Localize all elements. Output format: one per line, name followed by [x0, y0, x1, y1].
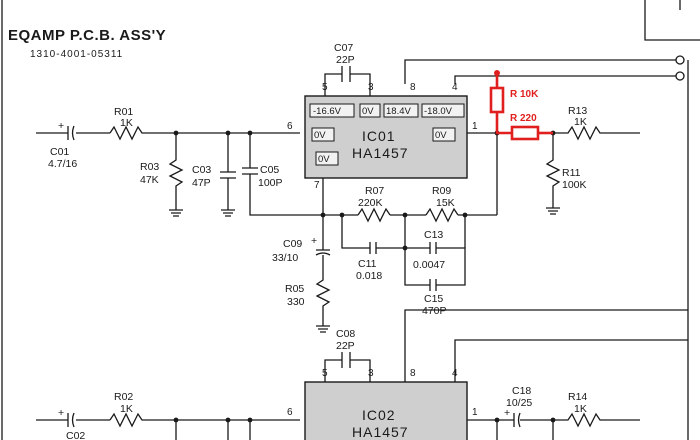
annotation-r10k: R 10K: [510, 89, 539, 100]
svg-text:+: +: [58, 120, 64, 132]
c15-ref: C15: [424, 293, 443, 305]
output-stage-1: R13 1K R11 100K: [467, 105, 640, 215]
c03-ref: C03: [192, 164, 211, 176]
c07-value: 22P: [336, 54, 355, 66]
ic01-pin7-voltage: 0V: [318, 154, 330, 165]
ic01: -16.6V 0V 18.4V -18.0V 0V 0V 0V IC01 HA1…: [304, 95, 468, 179]
ic01-pin4-voltage: -18.0V: [424, 106, 453, 117]
ic01-pin4-label: 4: [452, 82, 458, 93]
eq-network: R07 220K R09 15K C11 0.018 C13 0.0047 C1…: [339, 130, 500, 317]
capacitor-c07: C07 22P: [324, 42, 371, 96]
ic02-pin5-label: 5: [322, 368, 328, 379]
resistor-r03: R03 47K: [140, 133, 184, 217]
svg-text:+: +: [58, 407, 64, 419]
ic01-pin1-voltage: 0V: [435, 130, 447, 141]
board-part-number: 1310-4001-05311: [30, 49, 123, 60]
c08-ref: C08: [336, 328, 355, 340]
annotation-r220: R 220: [510, 113, 537, 124]
ic02-type: HA1457: [352, 424, 409, 440]
r09-value: 15K: [436, 197, 455, 209]
r11-value: 100K: [562, 179, 587, 191]
ic02-pin4-label: 4: [452, 368, 458, 379]
r02-value: 1K: [120, 403, 133, 415]
c08-value: 22P: [336, 340, 355, 352]
r01-value: 1K: [120, 117, 133, 129]
c05-value: 100P: [258, 177, 283, 189]
ic01-pin6-label: 6: [287, 121, 293, 132]
ic02-pin3-label: 3: [368, 368, 374, 379]
c18-ref: C18: [512, 385, 531, 397]
r05-value: 330: [287, 296, 305, 308]
ic02-pin6-label: 6: [287, 407, 293, 418]
svg-text:+: +: [504, 407, 510, 419]
svg-text:+: +: [311, 235, 317, 247]
c07-ref: C07: [334, 42, 353, 54]
r03-value: 47K: [140, 174, 159, 186]
output-stage-2: + C18 10/25 R14 1K: [467, 385, 640, 440]
r14-ref: R14: [568, 391, 587, 403]
ic01-pin6-voltage: 0V: [314, 130, 326, 141]
c18-value: 10/25: [506, 397, 532, 409]
c11-value: 0.018: [356, 270, 382, 282]
r09-ref: R09: [432, 185, 451, 197]
c05-ref: C05: [260, 164, 279, 176]
ic01-type: HA1457: [352, 145, 409, 161]
input-stage-2: + C02 R02 1K: [36, 391, 300, 440]
r11-ref: R11: [562, 167, 581, 179]
ic01-pin7-label: 7: [314, 180, 320, 191]
c01-value: 4.7/16: [48, 158, 77, 170]
board-title: EQAMP P.C.B. ASS'Y: [8, 27, 166, 44]
c03-value: 47P: [192, 177, 211, 189]
ic02-name: IC02: [362, 407, 396, 423]
ic02: C08 22P IC02 HA1457 5 3 8 4 6 1: [287, 309, 688, 440]
ic01-pin8-voltage: 18.4V: [386, 106, 411, 117]
r01-ref: R01: [114, 106, 133, 118]
ic02-pin1-label: 1: [472, 407, 478, 418]
red-modification: R 10K R 220: [489, 70, 553, 141]
ic01-pin3-voltage: 0V: [362, 106, 374, 117]
ic01-pin3-label: 3: [368, 82, 374, 93]
c11-ref: C11: [358, 258, 377, 270]
r13-value: 1K: [574, 116, 587, 128]
ic01-pin8-label: 8: [410, 82, 416, 93]
c09-ref: C09: [283, 238, 302, 250]
r07-value: 220K: [358, 197, 383, 209]
r05-ref: R05: [285, 283, 304, 295]
capacitor-c05: C05 100P: [242, 133, 497, 216]
ic01-pin1-label: 1: [472, 121, 478, 132]
c13-ref: C13: [424, 229, 443, 241]
input-stage-1: + C01 4.7/16 R01 1K: [36, 106, 300, 170]
ic01-pin5-voltage: -16.6V: [313, 106, 342, 117]
c01-ref: C01: [50, 146, 69, 158]
capacitor-c03: C03 47P: [192, 133, 236, 217]
r07-ref: R07: [365, 185, 384, 197]
r03-ref: R03: [140, 161, 159, 173]
c09-value: 33/10: [272, 252, 298, 264]
pin7-network: + C09 33/10 R05 330: [272, 178, 331, 333]
c02-ref: C02: [66, 430, 85, 440]
r13-ref: R13: [568, 105, 587, 117]
r02-ref: R02: [114, 391, 133, 403]
c13-value: 0.0047: [413, 259, 445, 271]
ic02-pin8-label: 8: [410, 368, 416, 379]
ic01-name: IC01: [362, 128, 396, 144]
c15-value: 470P: [422, 305, 447, 317]
r14-value: 1K: [574, 403, 587, 415]
